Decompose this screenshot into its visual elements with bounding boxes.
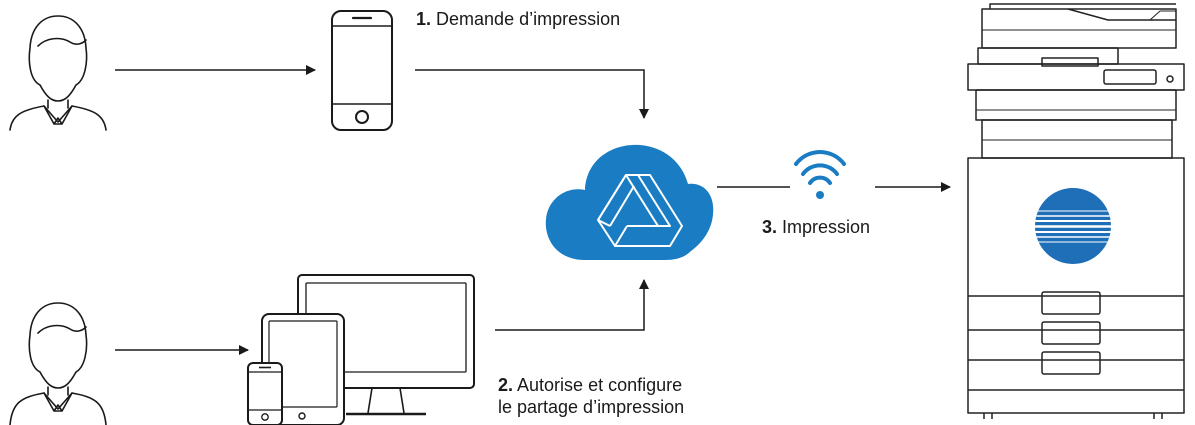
- step-2-line-1: Autorise et configure: [517, 375, 683, 395]
- user-top-icon: [9, 15, 107, 131]
- step-2-label: 2. Autorise et configure le partage d’im…: [498, 374, 684, 418]
- step-1-text: Demande d’impression: [436, 9, 621, 29]
- wifi-icon: [794, 150, 846, 199]
- printer-icon: [967, 3, 1185, 419]
- step-2-line-2: le partage d’impression: [498, 397, 685, 417]
- cloud-drive-icon: [545, 144, 714, 260]
- step-1-number: 1.: [416, 9, 432, 29]
- brand-logo-icon: [1035, 188, 1111, 264]
- step-2-number: 2.: [498, 375, 514, 395]
- arrow-phone-to-cloud: [415, 69, 649, 119]
- arrow-devices-to-cloud: [495, 279, 649, 331]
- user-bottom-icon: [9, 302, 107, 425]
- smartphone-icon: [331, 10, 393, 131]
- step-1-label: 1. Demande d’impression: [416, 8, 620, 30]
- step-3-number: 3.: [762, 217, 778, 237]
- devices-icon: [247, 274, 475, 425]
- step-3-label: 3. Impression: [762, 216, 870, 238]
- step-3-text: Impression: [782, 217, 871, 237]
